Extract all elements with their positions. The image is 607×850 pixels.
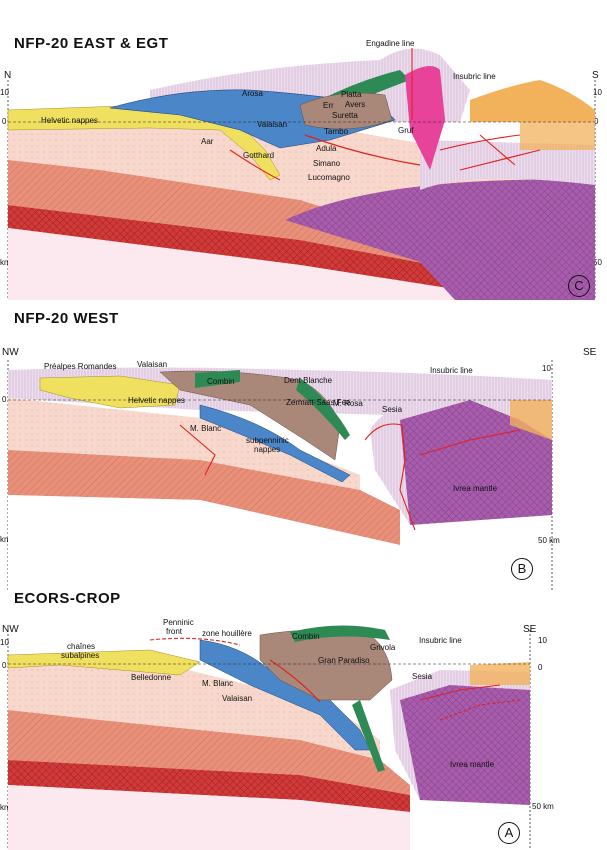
panel-marker-c: C: [568, 275, 590, 297]
left-direction: NW: [2, 347, 19, 358]
label-zone-houillere: zone houillère: [202, 629, 252, 638]
left-tick: 10: [0, 88, 9, 97]
left-tick: 10: [0, 638, 9, 647]
left-tick: km: [0, 258, 11, 267]
section-panel-b: NFP-20 WEST NW SE 0 km 10 0 50 km: [0, 300, 607, 590]
label-insubric-line: Insubric line: [419, 636, 462, 645]
label-adula: Adula: [316, 144, 337, 153]
panel-marker-b: B: [511, 558, 533, 580]
right-tick: 50: [593, 258, 602, 267]
label-gotthard: Gotthard: [243, 151, 275, 160]
label-valaisan: Valaisan: [257, 120, 288, 129]
label-ivrea-mantle: Ivrea mantle: [453, 484, 498, 493]
left-tick: km: [0, 535, 11, 544]
right-tick: 50 km: [538, 536, 560, 545]
left-tick: km: [0, 803, 11, 812]
panel-title: NFP-20 EAST & EGT: [14, 35, 169, 52]
label-grivola: Grivola: [370, 643, 396, 652]
right-direction: SE: [583, 347, 597, 358]
label-arosa: Arosa: [242, 89, 263, 98]
label-gruf: Gruf: [398, 126, 414, 135]
label-subalpines: subalpines: [61, 651, 100, 660]
label-m-rosa: M. Rosa: [333, 399, 363, 408]
label-zermatt-saas-fee: Zermatt-Saas Fee: [286, 398, 351, 407]
label-insubric-line: Insubric line: [430, 366, 473, 375]
section-panel-c: NFP-20 EAST & EGT N S 10 0 km 10 0 50: [0, 0, 607, 300]
label-valaisan: Valaisan: [137, 360, 168, 369]
label-err: Err: [323, 101, 334, 110]
label-combin: Combin: [207, 377, 235, 386]
section-panel-a: ECORS-CROP NW SE 10 0 km 10 0 50 km: [0, 590, 607, 850]
label-m-blanc: M. Blanc: [202, 679, 234, 688]
right-tick: 50 km: [532, 802, 554, 811]
left-tick: 0: [2, 661, 7, 670]
label-subpenninic: subpenninic: [246, 436, 289, 445]
label-sesia: Sesia: [412, 672, 433, 681]
label-engadine-line: Engadine line: [366, 39, 415, 48]
label-front: front: [166, 627, 183, 636]
panel-title: NFP-20 WEST: [14, 310, 119, 327]
label-suretta: Suretta: [332, 111, 358, 120]
left-tick: 0: [2, 117, 7, 126]
right-tick: 0: [594, 117, 599, 126]
label-lucomagno: Lucomagno: [308, 173, 350, 182]
label-nappes: nappes: [254, 445, 281, 454]
label-insubric-line: Insubric line: [453, 72, 496, 81]
label-combin: Combin: [292, 632, 320, 641]
label-prealpes-romandes: Préalpes Romandes: [44, 362, 117, 371]
panel-marker-a: A: [498, 822, 520, 844]
label-helvetic-nappes: Helvetic nappes: [128, 396, 185, 405]
cross-section-a: [7, 625, 531, 850]
label-ivrea-mantle: Ivrea mantle: [450, 760, 495, 769]
right-tick: 10: [593, 88, 602, 97]
label-valaisan: Valaisan: [222, 694, 253, 703]
left-direction: N: [4, 70, 12, 81]
label-tambo: Tambo: [324, 127, 349, 136]
label-sesia: Sesia: [382, 405, 403, 414]
label-dent-blanche: Dent Blanche: [284, 376, 333, 385]
cross-section-c: [7, 48, 596, 300]
label-chaines: chaînes: [67, 642, 96, 651]
label-helvetic-nappes: Helvetic nappes: [41, 116, 98, 125]
right-direction: S: [592, 70, 599, 81]
panel-title: ECORS-CROP: [14, 590, 121, 607]
label-avers: Avers: [345, 100, 366, 109]
label-m-blanc: M. Blanc: [190, 424, 222, 433]
label-penninic: Penninic: [163, 618, 194, 627]
label-platta: Platta: [341, 90, 362, 99]
right-tick: 10: [538, 636, 547, 645]
label-belledonne: Belledonne: [131, 673, 172, 682]
right-tick: 0: [538, 663, 543, 672]
label-simano: Simano: [313, 159, 341, 168]
cross-section-b: [7, 360, 553, 590]
left-direction: NW: [2, 624, 19, 635]
label-aar: Aar: [201, 137, 214, 146]
left-tick: 0: [2, 395, 7, 404]
right-direction: SE: [523, 624, 537, 635]
right-tick: 10: [542, 364, 551, 373]
label-gran-paradiso: Gran Paradiso: [318, 656, 370, 665]
